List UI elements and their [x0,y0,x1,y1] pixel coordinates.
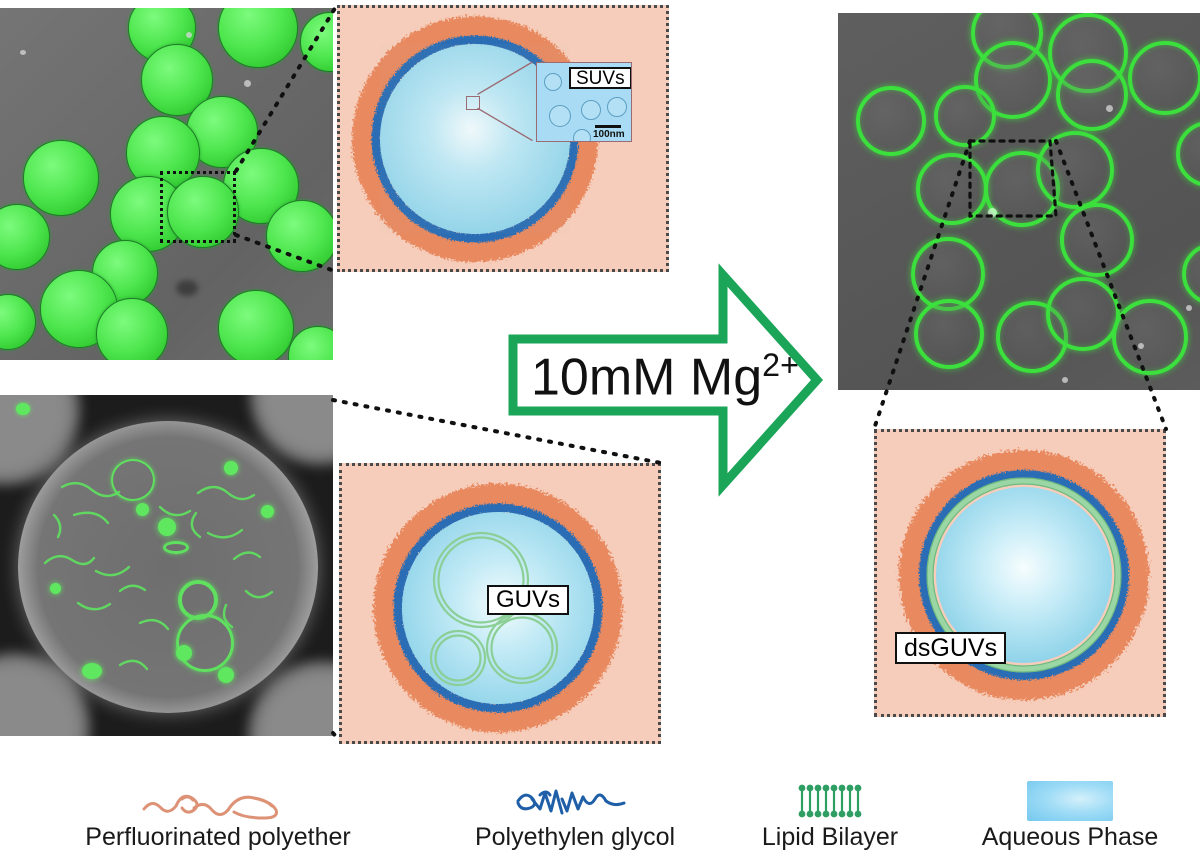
fluorescent-punctum [218,667,234,683]
scale-bar-label: 100nm [593,129,625,140]
aqueous-swatch-icon [940,778,1200,824]
dsguv-droplet [1182,243,1200,305]
fluorescent-punctum [158,518,176,536]
droplet [96,298,168,360]
top-left-micrograph [0,8,333,360]
fluorescent-punctum [16,403,30,415]
suv-zoom-roi-box [466,96,480,110]
legend-item-lipid-bilayer: Lipid Bilayer [700,778,960,852]
dsguv-droplet-vesicle [893,444,1155,706]
suv-inset-panel: SUVs 100nm [536,62,632,142]
suv-circle [549,105,571,127]
fluorescent-punctum [176,645,192,661]
aqueous-swatch [1027,781,1113,821]
debris-speck [20,50,26,55]
bottom-right-schematic-panel: dsGUVs [874,429,1166,717]
top-middle-schematic-panel: SUVs 100nm [337,5,669,272]
dsguvs-label-text: dsGUVs [904,633,998,662]
guvs-label-text: GUVs [496,586,561,613]
suv-circle [573,129,591,141]
droplet [0,204,50,270]
arrow-label-superscript: 2+ [762,347,799,383]
dsguv-droplet [914,299,984,369]
dsguv-droplet [1046,277,1120,351]
dsguv-droplet [916,153,988,225]
main-droplet [18,421,318,713]
guvs-label-chip: GUVs [487,585,570,615]
guv-ring [111,459,155,501]
dsguv-droplet [1128,41,1200,115]
fluorescent-punctum [224,461,238,475]
suvs-label-text: SUVs [576,67,625,89]
bottom-left-micrograph [0,395,333,736]
guv-ring [176,614,234,672]
droplet [0,294,36,350]
droplet [23,140,99,216]
arrow-label: 10mM Mg2+ [531,349,799,403]
droplet [218,8,298,68]
suv-circle [581,100,601,120]
dsguvs-label-chip: dsGUVs [895,632,1007,664]
debris-speck [186,32,192,38]
fluorescent-punctum [82,663,102,679]
arrow-label-main: 10mM Mg [531,348,763,407]
dsguv-droplet [934,85,996,147]
legend-label: Lipid Bilayer [761,823,899,851]
lipid-bilayer-icon [700,778,960,824]
dsguv-droplet [1036,131,1114,209]
dsguv-droplet [1056,59,1128,131]
suvs-label-chip: SUVs [569,67,631,89]
guv-ring [163,541,189,554]
legend-label: Aqueous Phase [981,823,1159,851]
region-of-interest-box [160,171,236,243]
bright-speck [1138,343,1144,349]
squiggle-polymer-icon [400,778,750,824]
fluorescent-punctum [261,505,274,518]
bright-speck [988,208,997,217]
legend-item-polyethylen-glycol: Polyethylen glycol [400,778,750,852]
droplet [167,176,239,248]
droplet [288,326,333,360]
legend-label: Polyethylen glycol [474,823,676,851]
dsguv-droplet [1176,121,1200,187]
legend-label: Perfluorinated polyether [85,823,351,851]
legend-item-aqueous-phase: Aqueous Phase [940,778,1200,852]
bright-speck [1186,305,1192,311]
bottom-middle-schematic-panel: GUVs [339,463,661,744]
droplet [300,12,333,72]
fluorescent-punctum [50,583,61,594]
bright-speck [1062,377,1068,383]
legend-item-perfluorinated-polyether: Perfluorinated polyether [0,778,436,852]
dsguv-droplet [856,86,926,156]
droplet [266,200,333,272]
scale-bar [595,125,621,128]
suv-circle [544,73,562,91]
bright-speck [1106,105,1113,112]
suv-circle [607,97,627,117]
squiggle-polymer-icon [0,778,436,824]
debris-speck [244,80,251,87]
debris-speck [176,280,198,296]
fluorescent-punctum [136,503,149,516]
dsguv-droplet [1060,203,1134,277]
droplet [218,290,294,360]
reaction-arrow: 10mM Mg2+ [505,263,825,498]
top-right-micrograph [838,13,1200,390]
dsguv-droplet [1112,299,1188,375]
